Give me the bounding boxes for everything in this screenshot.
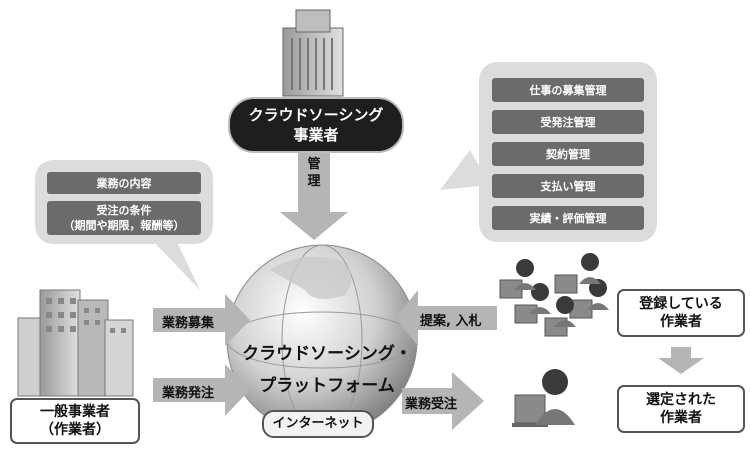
management-bubble-tail bbox=[440, 150, 490, 190]
selected-workers-line2: 作業者 bbox=[660, 410, 702, 426]
select-arrow bbox=[658, 347, 704, 374]
management-item: 支払い管理 bbox=[492, 174, 644, 198]
client-line1: 一般事業者 bbox=[40, 404, 110, 420]
platform-line1: クラウドソーシング・ bbox=[242, 344, 412, 364]
operator-line1: クラウドソーシング bbox=[248, 106, 384, 124]
management-item: 受発注管理 bbox=[492, 110, 644, 134]
platform-line2: プラットフォーム bbox=[259, 376, 395, 396]
job-info-item-line2: （期間や期限，報酬等） bbox=[63, 219, 185, 232]
receive-arrow bbox=[402, 372, 484, 430]
job-info-item: 業務の内容 bbox=[47, 172, 201, 194]
operator-box: クラウドソーシング 事業者 bbox=[228, 97, 404, 153]
client-line2: （作業者） bbox=[40, 422, 110, 438]
recruit-arrow-label: 業務募集 bbox=[162, 316, 215, 331]
job-info-item-line1: 業務の内容 bbox=[96, 176, 152, 190]
management-item: 実績・評価管理 bbox=[492, 206, 644, 230]
order-arrow-label: 業務発注 bbox=[162, 386, 215, 401]
selected-workers-box: 選定された 作業者 bbox=[617, 385, 745, 433]
registered-workers-icon bbox=[499, 253, 609, 337]
management-item: 仕事の募集管理 bbox=[492, 78, 644, 102]
management-arrow bbox=[280, 152, 348, 240]
receive-arrow-label: 業務受注 bbox=[405, 397, 458, 412]
job-info-bubble-tail bbox=[150, 238, 200, 290]
management-label-line1: 管 bbox=[307, 157, 321, 172]
client-buildings-icon bbox=[17, 289, 134, 397]
job-info-item-line1: 受注の条件 bbox=[96, 204, 152, 217]
selected-workers-line1: 選定された bbox=[646, 392, 716, 408]
management-label-line2: 理 bbox=[307, 174, 321, 189]
management-label: 管 理 bbox=[306, 156, 322, 190]
registered-workers-line2: 作業者 bbox=[660, 314, 702, 330]
recruit-arrow bbox=[153, 294, 250, 346]
registered-workers-line1: 登録している bbox=[639, 296, 723, 312]
job-info-item: 受注の条件 （期間や期限，報酬等） bbox=[47, 201, 201, 235]
registered-workers-box: 登録している 作業者 bbox=[617, 289, 745, 337]
order-arrow bbox=[153, 364, 250, 416]
operator-building-icon bbox=[282, 9, 344, 97]
operator-line2: 事業者 bbox=[293, 126, 339, 144]
selected-worker-icon bbox=[512, 369, 575, 427]
proposal-arrow bbox=[395, 290, 497, 346]
platform-title: クラウドソーシング・ プラットフォーム bbox=[232, 338, 422, 402]
internet-badge: インターネット bbox=[262, 410, 374, 438]
management-item: 契約管理 bbox=[492, 142, 644, 166]
proposal-arrow-label: 提案, 入札 bbox=[420, 314, 482, 329]
client-box: 一般事業者 （作業者） bbox=[10, 398, 140, 444]
